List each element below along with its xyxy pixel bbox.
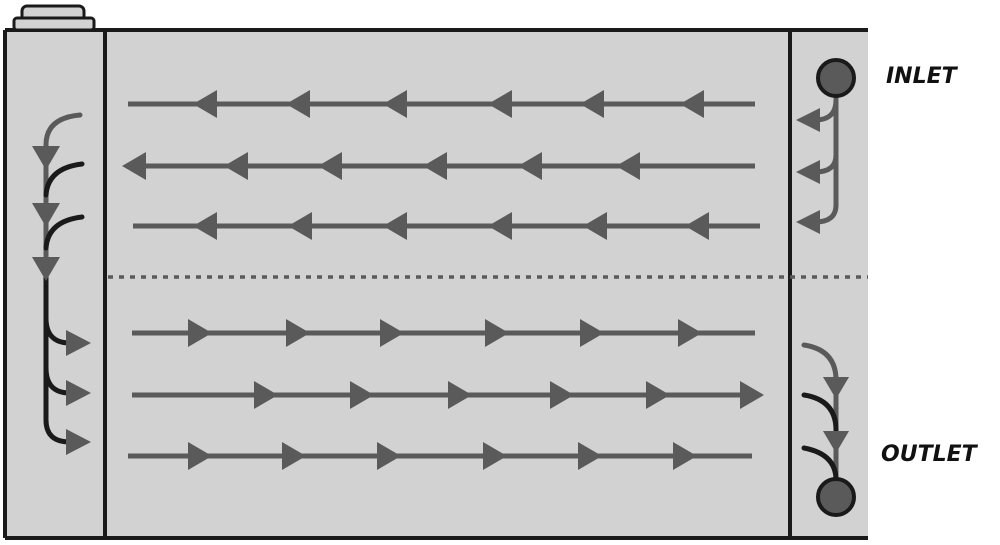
right-arrowhead	[66, 330, 91, 356]
right-arrowhead	[678, 319, 702, 347]
inlet-label: INLET	[886, 64, 959, 89]
radiator-body	[5, 30, 868, 538]
right-arrowhead	[282, 442, 306, 470]
flow-row-5	[132, 381, 764, 409]
flow-row-2	[122, 152, 755, 180]
down-arrowhead	[32, 257, 60, 281]
right-arrowhead	[578, 442, 602, 470]
radiator-cap-icon	[12, 4, 96, 32]
right-arrowhead	[483, 442, 507, 470]
outlet-port-icon	[816, 477, 856, 517]
left-arrowhead	[518, 152, 542, 180]
right-arrowhead	[286, 319, 310, 347]
right-arrowhead	[377, 442, 401, 470]
left-arrowhead	[583, 212, 607, 240]
left-tank-upper-branch-1	[43, 161, 85, 198]
right-arrowhead	[673, 442, 697, 470]
left-arrowhead	[796, 210, 820, 234]
left-arrowhead	[796, 160, 820, 184]
left-arrowhead	[224, 152, 248, 180]
flow-row-3	[133, 212, 760, 240]
left-arrowhead	[680, 90, 704, 118]
right-arrowhead	[485, 319, 509, 347]
left-arrowhead	[616, 152, 640, 180]
flow-row-4	[132, 319, 755, 347]
left-arrowhead	[318, 152, 342, 180]
left-arrowhead	[580, 90, 604, 118]
left-arrowhead	[796, 108, 820, 132]
outlet-label: OUTLET	[881, 442, 979, 467]
left-arrowhead	[193, 212, 217, 240]
left-arrowhead	[288, 212, 312, 240]
right-arrowhead	[188, 442, 212, 470]
flow-end-arrowhead	[122, 152, 146, 180]
inlet-port-icon	[816, 58, 856, 98]
left-arrowhead	[685, 212, 709, 240]
left-tank-collector	[43, 275, 73, 445]
flow-row-6	[128, 442, 752, 470]
left-arrowhead	[193, 90, 217, 118]
right-arrowhead	[550, 381, 574, 409]
left-arrowhead	[423, 152, 447, 180]
inlet-arrowheads	[796, 108, 820, 234]
left-tank-upper-branch-2	[43, 214, 85, 251]
flow-rows	[122, 90, 764, 470]
right-arrowhead	[646, 381, 670, 409]
right-arrowhead	[188, 319, 212, 347]
down-arrowhead	[823, 377, 849, 399]
left-arrowhead	[383, 212, 407, 240]
left-tank-flow	[43, 112, 85, 445]
outlet-branch-1	[801, 392, 839, 433]
left-arrowhead	[488, 212, 512, 240]
down-arrowhead	[32, 203, 60, 227]
outlet-arrowheads	[823, 377, 849, 453]
right-arrowhead	[580, 319, 604, 347]
left-arrowhead	[383, 90, 407, 118]
down-arrowhead	[823, 431, 849, 453]
left-arrowhead	[488, 90, 512, 118]
right-arrowhead	[254, 381, 278, 409]
right-arrowhead	[66, 429, 91, 455]
right-arrowhead	[380, 319, 404, 347]
down-arrowhead	[32, 146, 60, 170]
right-arrowhead	[350, 381, 374, 409]
flow-end-arrowhead	[740, 381, 764, 409]
left-arrowhead	[286, 90, 310, 118]
left-tank-arrowheads	[32, 146, 91, 455]
right-arrowhead	[66, 380, 91, 406]
outlet-branch-2	[801, 445, 839, 483]
flow-row-1	[128, 90, 755, 118]
left-tank-downflow	[43, 112, 83, 281]
right-arrowhead	[448, 381, 472, 409]
